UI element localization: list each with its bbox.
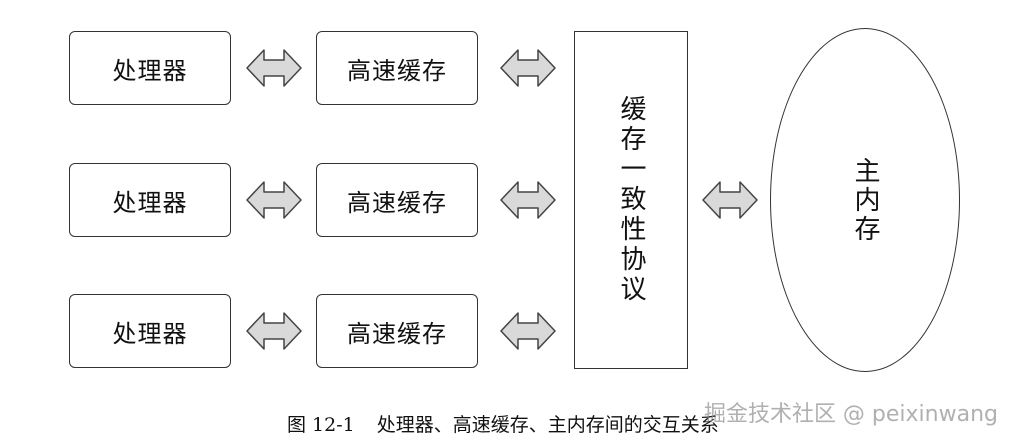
bidirectional-arrow-icon (246, 180, 302, 220)
processor-box-3: 处理器 (69, 294, 231, 368)
caption-text: 处理器、高速缓存、主内存间的交互关系 (376, 414, 719, 436)
processor-box-1: 处理器 (69, 31, 231, 105)
main-memory-ellipse: 主内存 (770, 28, 960, 372)
bidirectional-arrow-icon (702, 180, 758, 220)
cache-box-3: 高速缓存 (316, 294, 478, 368)
bidirectional-arrow-icon (246, 48, 302, 88)
bidirectional-arrow-icon (500, 48, 556, 88)
bidirectional-arrow-icon (500, 311, 556, 351)
protocol-label: 缓存一致性协议 (616, 95, 646, 305)
processor-box-2: 处理器 (69, 163, 231, 237)
memory-label: 主内存 (850, 156, 880, 244)
bidirectional-arrow-icon (246, 311, 302, 351)
cache-box-2: 高速缓存 (316, 163, 478, 237)
watermark: 掘金技术社区 @ peixinwang (703, 402, 998, 427)
cache-box-1: 高速缓存 (316, 31, 478, 105)
figure-caption: 图 12-1 处理器、高速缓存、主内存间的交互关系 (287, 410, 719, 437)
bidirectional-arrow-icon (500, 180, 556, 220)
cache-coherence-protocol-box: 缓存一致性协议 (574, 31, 688, 369)
figure-number: 图 12-1 (287, 414, 355, 436)
